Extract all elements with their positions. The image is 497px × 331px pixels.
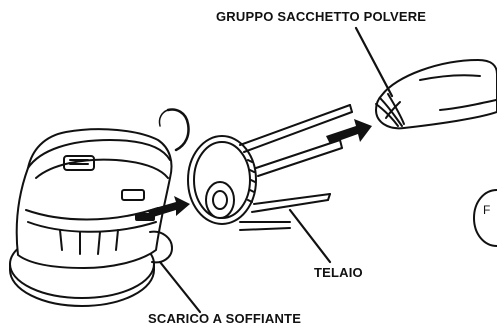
label-frame: TELAIO [314,265,363,280]
assembly-arrows [148,119,372,218]
dust-bag-illustration [375,59,497,130]
arrow-sander-to-frame [148,196,190,218]
leader-dust-bag [354,26,394,98]
sander-illustration [9,108,190,307]
leader-blower [158,260,202,314]
leader-lines [158,26,394,314]
label-partial-callout: F [483,203,491,217]
arrow-frame-to-bag [326,119,372,144]
label-dust-bag: GRUPPO SACCHETTO POLVERE [216,9,427,24]
frame-illustration [187,104,353,231]
label-blower-exhaust: SCARICO A SOFFIANTE [148,311,302,326]
leader-frame [288,208,332,264]
partial-circle-callout [472,189,497,247]
